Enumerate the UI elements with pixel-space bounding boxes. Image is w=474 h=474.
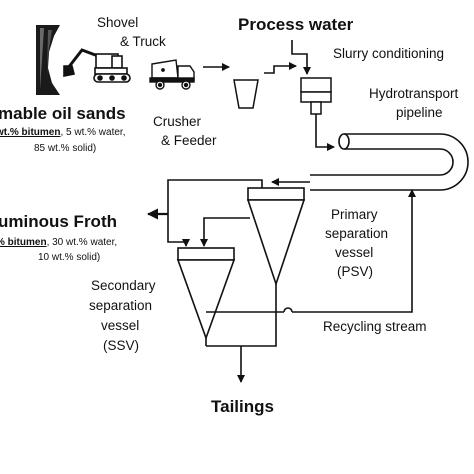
dump-truck-icon bbox=[149, 59, 195, 90]
conditioning-tank-icon bbox=[300, 77, 332, 115]
psv-label-1: Primary bbox=[331, 207, 378, 222]
crusher-to-conditioning-arrow bbox=[264, 62, 297, 74]
recycling-stream-label: Recycling stream bbox=[323, 319, 427, 334]
excavator-icon bbox=[63, 48, 131, 83]
oil-sands-water: , 5 wt.% water, bbox=[60, 127, 125, 138]
mine-face-icon bbox=[36, 25, 60, 95]
tailings-label: Tailings bbox=[211, 397, 274, 416]
ssv-label-3: vessel bbox=[101, 318, 139, 333]
slurry-conditioning-label: Slurry conditioning bbox=[333, 46, 444, 61]
ssv-label-1: Secondary bbox=[91, 278, 156, 293]
crusher-label: Crusher bbox=[153, 114, 202, 129]
psv-label-2: separation bbox=[325, 226, 388, 241]
psv-label-3: vessel bbox=[335, 245, 373, 260]
froth-solid: 10 wt.% solid) bbox=[38, 252, 100, 263]
froth-water: , 30 wt.% water, bbox=[47, 237, 118, 248]
ssv-label-2: separation bbox=[89, 298, 152, 313]
shovel-label: Shovel bbox=[97, 15, 138, 30]
tailings-flow-lines bbox=[205, 284, 277, 383]
psv-label-4: (PSV) bbox=[337, 264, 373, 279]
process-water-label: Process water bbox=[238, 15, 354, 34]
froth-title: uminous Froth bbox=[0, 212, 117, 231]
crusher-hopper-icon bbox=[233, 79, 259, 109]
oil-sands-bitumen: wt.% bitumen bbox=[0, 127, 60, 138]
psv-vessel-icon bbox=[246, 187, 306, 287]
oil-sands-solid: 85 wt.% solid) bbox=[34, 143, 96, 154]
process-water-arrow bbox=[291, 40, 311, 75]
feeder-label: & Feeder bbox=[161, 133, 217, 148]
conditioning-to-pipeline-arrow bbox=[315, 114, 335, 151]
truck-label: & Truck bbox=[120, 34, 166, 49]
ssv-label-4: (SSV) bbox=[103, 338, 139, 353]
ssv-vessel-icon bbox=[176, 247, 236, 341]
froth-composition: % bitumen, 30 wt.% water, bbox=[0, 237, 117, 248]
froth-flow-lines bbox=[147, 179, 263, 247]
pipeline-loop-icon bbox=[310, 133, 469, 191]
hydrotransport-label: Hydrotransport bbox=[369, 86, 459, 101]
recycling-stream-line bbox=[206, 189, 416, 313]
oil-sands-title: mable oil sands bbox=[0, 104, 126, 123]
froth-bitumen: % bitumen bbox=[0, 237, 47, 248]
oil-sands-composition: wt.% bitumen, 5 wt.% water, bbox=[0, 127, 125, 138]
pipeline-label: pipeline bbox=[396, 105, 443, 120]
